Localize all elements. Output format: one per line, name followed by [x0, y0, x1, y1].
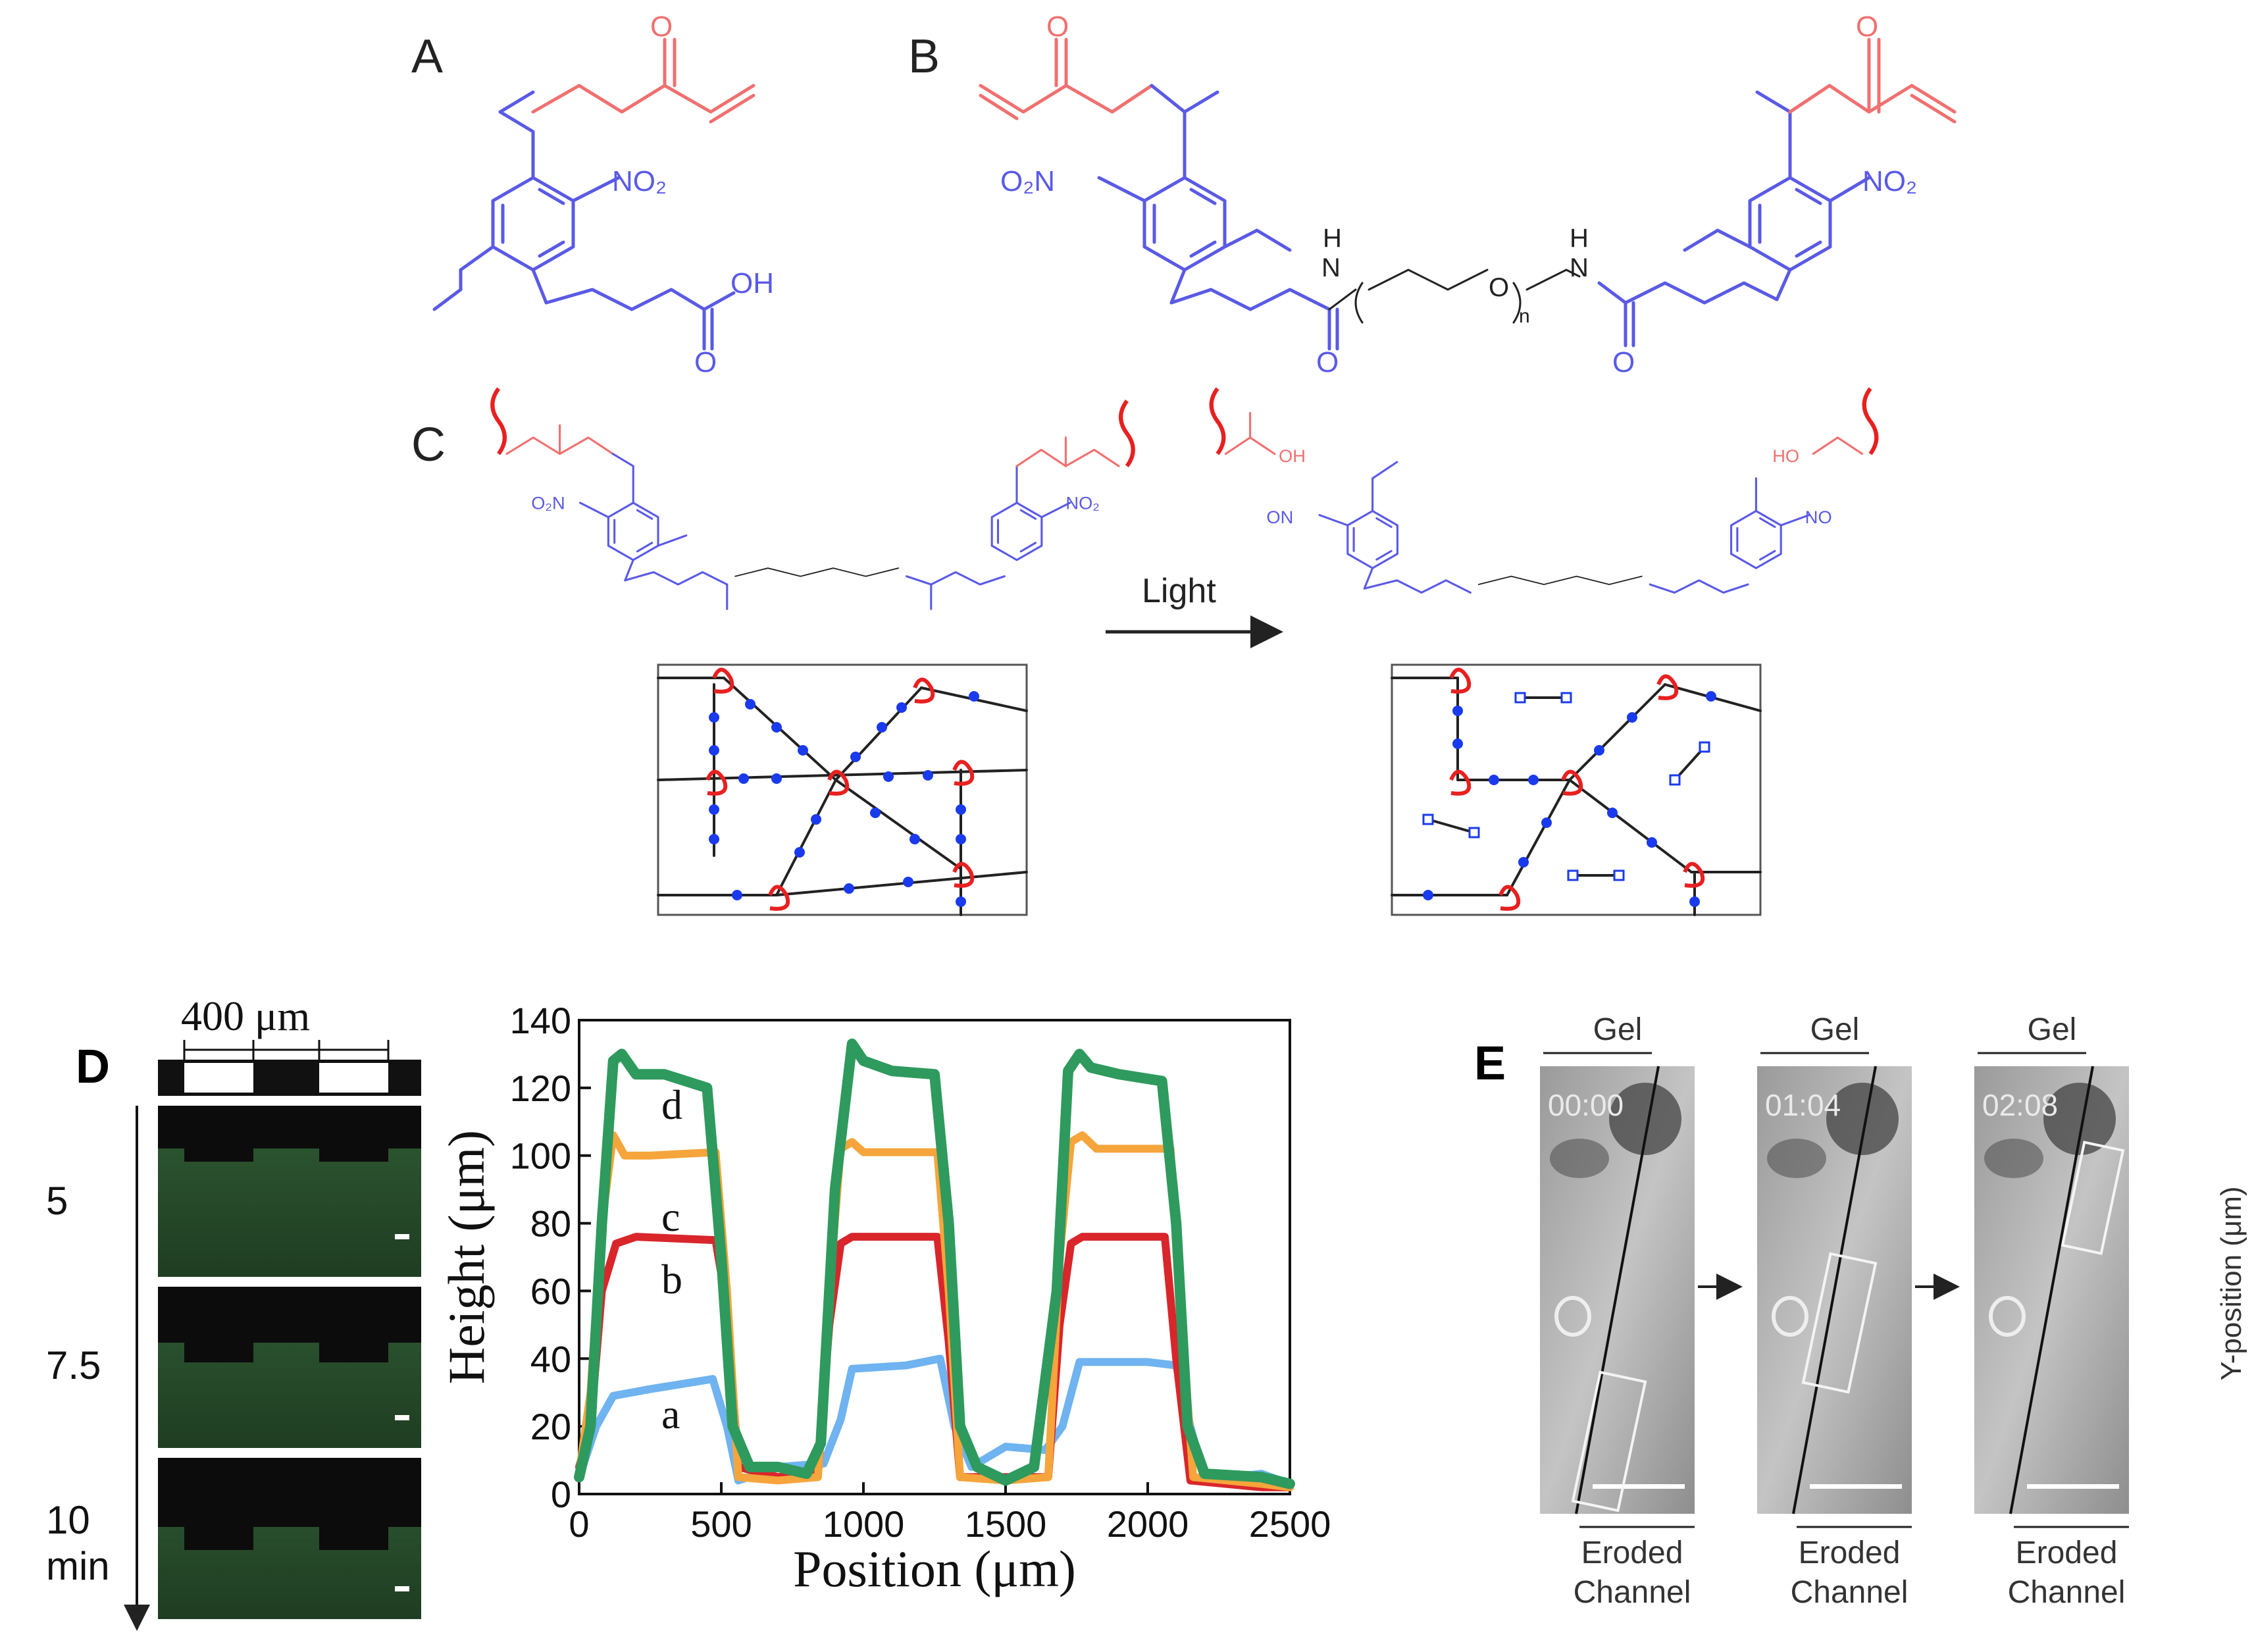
- series-label-a: a: [661, 1391, 680, 1437]
- x-tick-label: 2000: [1107, 1503, 1189, 1545]
- chart-series: [574, 1039, 1295, 1491]
- svg-text:H: H: [1570, 224, 1589, 253]
- chart-ticks: 0 500 1000 1500 2000 2500 0 20 40 60 80 100 120 140: [510, 1000, 1331, 1545]
- micrograph-5min: [158, 1106, 421, 1277]
- time-label-5: 5: [46, 1179, 68, 1223]
- no2-label-a: NO₂: [612, 165, 667, 197]
- channel-label-1: Channel: [1574, 1575, 1691, 1610]
- y-axis-label: Height (μm): [438, 1130, 495, 1384]
- panel-label-a: A: [411, 30, 443, 83]
- no2-label-b: NO₂: [1862, 165, 1917, 197]
- y-tick-label: 80: [530, 1203, 571, 1245]
- crosslinker-intact: O₂N NO₂: [490, 387, 1135, 610]
- eroded-label-3: Eroded: [2016, 1536, 2118, 1570]
- svg-text:O: O: [1612, 346, 1635, 378]
- eroded-label-2: Eroded: [1799, 1536, 1901, 1570]
- x-axis-label: Position (μm): [793, 1540, 1076, 1597]
- svg-text:NO: NO: [1805, 507, 1832, 527]
- nitrobenzyl-ring-a: [493, 178, 573, 270]
- svg-text:N: N: [1570, 253, 1589, 282]
- timestamp-2: 01:04: [1765, 1088, 1841, 1122]
- svg-text:H: H: [1323, 224, 1342, 253]
- panel-c: C O₂N NO₂ Light: [411, 387, 1879, 916]
- svg-text:O: O: [1316, 346, 1339, 378]
- gel-label-3: Gel: [2028, 1012, 2077, 1047]
- timestamp-1: 00:00: [1548, 1088, 1624, 1122]
- network-degraded: [1391, 663, 1762, 916]
- time-label-10: 10: [46, 1498, 90, 1542]
- height-profile-chart: 0 500 1000 1500 2000 2500 0 20 40 60 80 100 120 140 a…: [438, 1000, 1331, 1597]
- panel-b: B O O₂N O N H O n N H O: [908, 11, 1957, 378]
- svg-text:n: n: [1519, 305, 1530, 327]
- series-label-d: d: [661, 1081, 682, 1128]
- x-tick-label: 500: [690, 1503, 752, 1545]
- svg-text:ON: ON: [1266, 507, 1293, 527]
- time-unit-label: min: [46, 1544, 110, 1588]
- o2n-label-b: O₂N: [1000, 165, 1055, 197]
- y-tick-label: 100: [510, 1135, 571, 1177]
- time-label-7-5: 7.5: [46, 1343, 101, 1387]
- light-label: Light: [1142, 572, 1216, 610]
- series-labels: a bc d: [661, 1081, 682, 1437]
- series-line-b: [575, 1233, 1294, 1491]
- svg-text:OH: OH: [1279, 446, 1306, 466]
- series-line-c: [575, 1131, 1294, 1491]
- carbonyl-o-a: O: [650, 11, 673, 43]
- panel-label-d: D: [76, 1041, 110, 1093]
- gel-label-1: Gel: [1593, 1012, 1643, 1047]
- y-tick-label: 0: [551, 1474, 571, 1515]
- y-position-label: Y-position (μm): [2215, 1186, 2247, 1380]
- series-line-d: [574, 1039, 1295, 1489]
- y-tick-label: 20: [530, 1406, 571, 1447]
- acrylate-group-b-left: [979, 84, 1154, 114]
- series-label-b: b: [661, 1256, 682, 1303]
- svg-text:O: O: [1489, 273, 1509, 302]
- svg-text:O: O: [1856, 11, 1878, 43]
- y-tick-label: 60: [530, 1270, 571, 1312]
- panel-label-e: E: [1474, 1037, 1506, 1090]
- x-tick-label: 0: [569, 1503, 589, 1545]
- micrograph-7-5min: [158, 1287, 421, 1448]
- x-tick-label: 2500: [1249, 1503, 1331, 1545]
- carbonyl-o2-a: O: [694, 346, 717, 378]
- svg-text:O: O: [1046, 11, 1069, 43]
- y-tick-label: 40: [530, 1338, 571, 1380]
- panel-a: A O NO₂ OH O: [411, 11, 774, 378]
- eroded-label-1: Eroded: [1581, 1536, 1683, 1570]
- panel-d-micrographs: D 400 μm 5 7.5 10 min: [46, 993, 421, 1631]
- y-tick-label: 140: [510, 1000, 571, 1041]
- timestamp-3: 02:08: [1982, 1088, 2058, 1122]
- y-tick-label: 120: [510, 1068, 571, 1109]
- scale-label: 400 μm: [181, 993, 310, 1039]
- micrograph-10min: [158, 1458, 421, 1619]
- panel-label-b: B: [908, 30, 940, 83]
- oh-label-a: OH: [730, 267, 774, 299]
- network-intact: [657, 663, 1028, 916]
- svg-text:HO: HO: [1772, 446, 1799, 466]
- channel-label-2: Channel: [1791, 1575, 1908, 1610]
- panel-label-c: C: [411, 419, 446, 471]
- gel-label-2: Gel: [1810, 1012, 1860, 1047]
- svg-text:N: N: [1321, 253, 1341, 282]
- x-tick-label: 1000: [823, 1503, 905, 1545]
- crosslinker-cleaved: OH ON NO HO: [1209, 387, 1879, 594]
- svg-text:O₂N: O₂N: [531, 492, 565, 513]
- channel-label-3: Channel: [2008, 1575, 2126, 1610]
- x-tick-label: 1500: [965, 1503, 1047, 1545]
- acrylate-group-a: [531, 84, 756, 114]
- svg-text:NO₂: NO₂: [1065, 492, 1099, 513]
- series-label-c: c: [661, 1193, 680, 1240]
